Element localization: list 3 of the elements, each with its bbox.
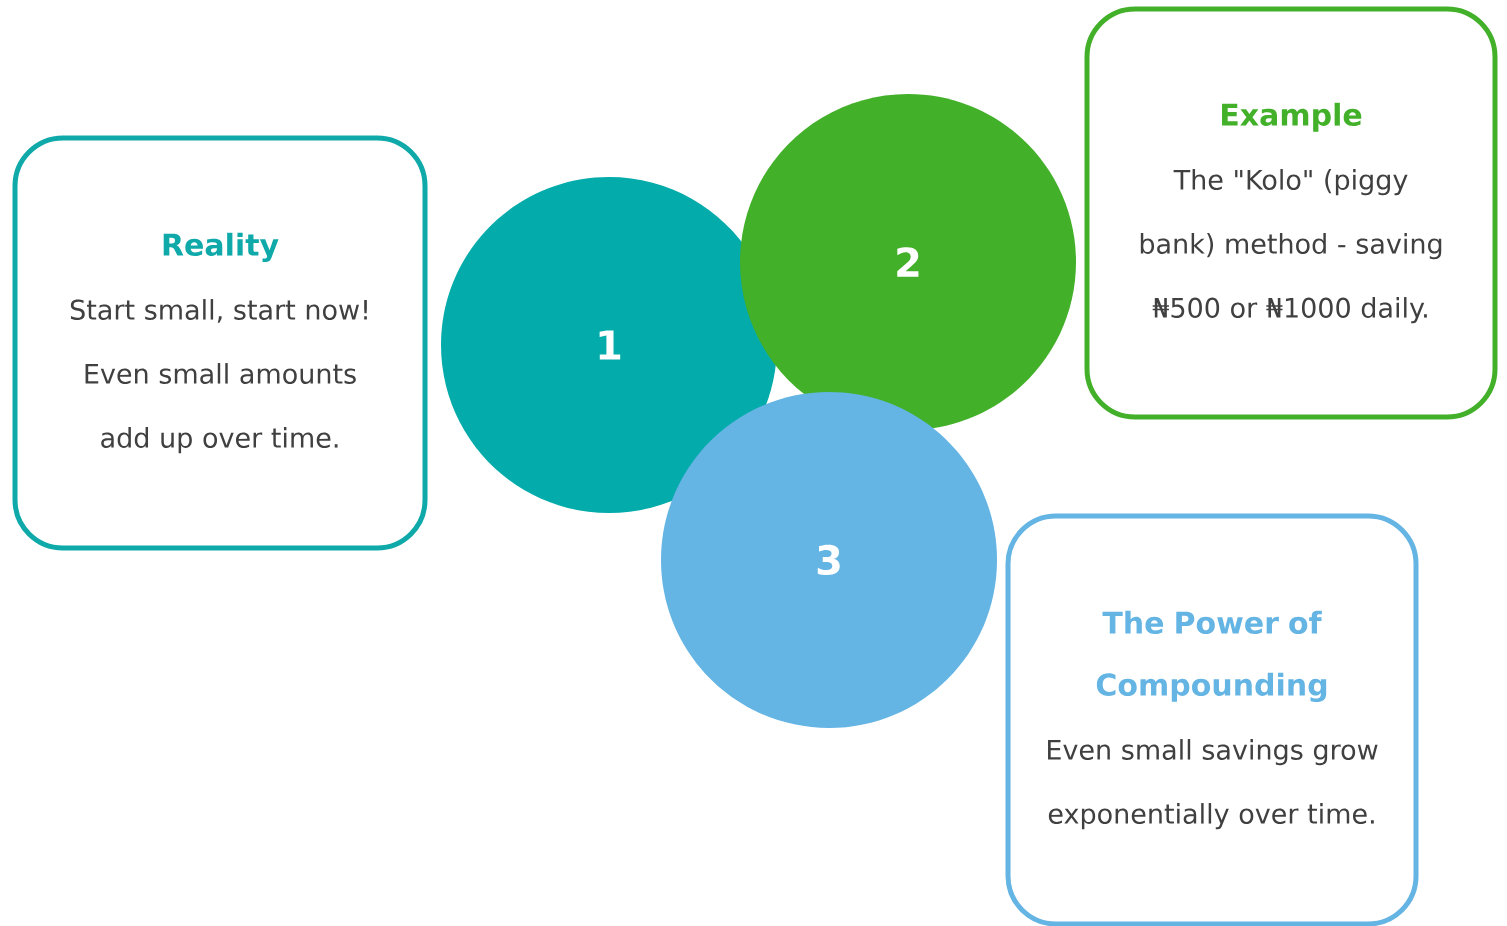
text-card: The Power of Compounding Even small savings grow exponentially over time. — [1005, 513, 1419, 926]
text-card: Example The "Kolo" (piggy bank) method - saving ₦500 or ₦1000 daily. — [1084, 6, 1498, 420]
text-card: Reality Start small, start now! Even small amounts add up over time. — [12, 135, 428, 551]
